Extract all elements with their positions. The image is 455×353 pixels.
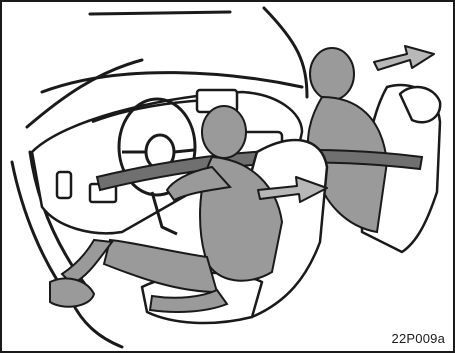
windshield-edge bbox=[42, 73, 302, 92]
rear-occupant-head bbox=[310, 48, 354, 100]
figure-code: 22P009a bbox=[392, 331, 445, 346]
front-occupant-head bbox=[202, 106, 246, 158]
front-occupant-foot bbox=[50, 278, 94, 306]
right-arrow-icon bbox=[374, 46, 434, 70]
windshield-frame bbox=[90, 12, 230, 14]
car-interior-illustration bbox=[2, 2, 453, 351]
front-occupant-leg-upper bbox=[104, 240, 217, 292]
side-vent bbox=[57, 172, 71, 198]
